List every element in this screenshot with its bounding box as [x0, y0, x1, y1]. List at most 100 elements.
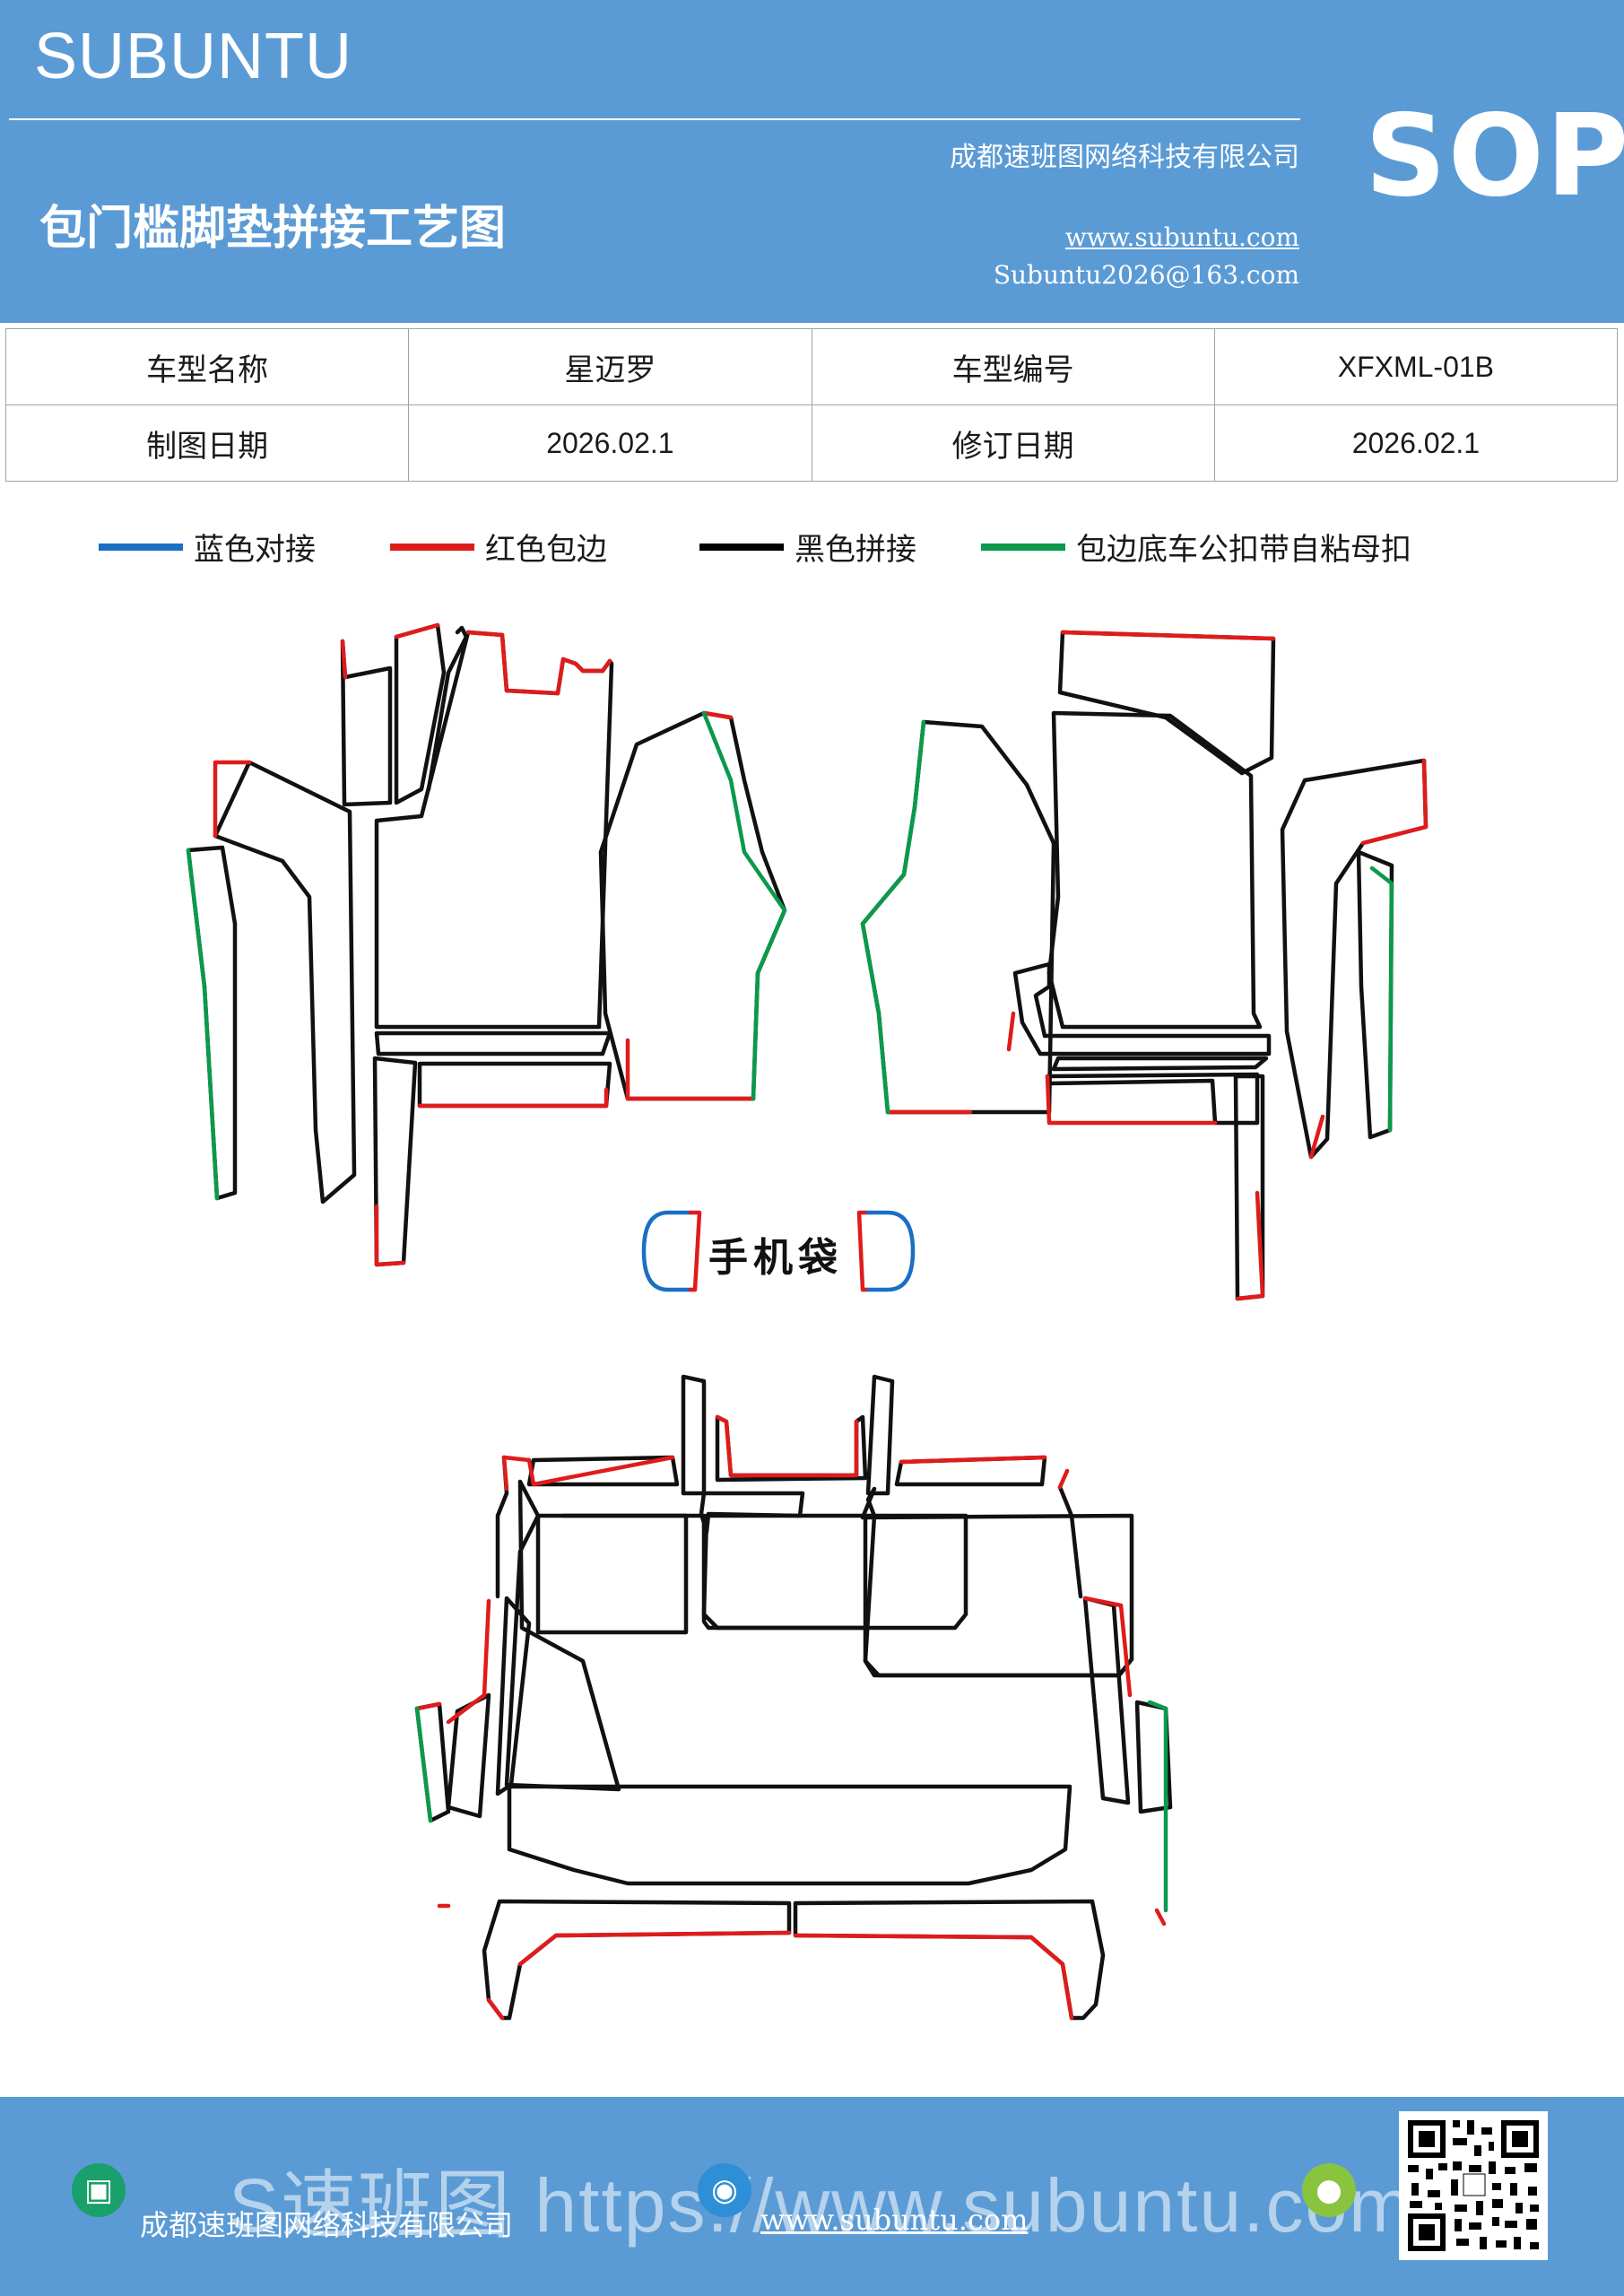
wechat-icon: ●: [1302, 2163, 1356, 2217]
legend-item-red: 红色包边: [390, 525, 607, 569]
table-cell: 2026.02.1: [1213, 404, 1619, 482]
pocket-blue-right: [865, 1210, 916, 1292]
header-website-link[interactable]: www.subuntu.com: [1064, 222, 1299, 252]
red-edge: [625, 1038, 756, 1101]
vehicle-info-table: 车型名称 星迈罗 车型编号 XFXML-01B 制图日期 2026.02.1 修…: [4, 328, 1619, 482]
red-edge: [1045, 1074, 1218, 1126]
mat-piece: [1057, 1484, 1083, 1599]
legend-label: 黑色拼接: [795, 532, 916, 568]
red-edge: [1060, 630, 1276, 641]
mat-piece: [699, 1491, 805, 1535]
pocket-red-right: [856, 1210, 871, 1292]
red-edge: [526, 1455, 675, 1487]
red-edge: [394, 622, 440, 639]
red-edge: [374, 1204, 406, 1267]
red-edge: [213, 760, 252, 839]
mat-piece: [1356, 849, 1394, 1140]
legend-label: 包边底车公扣带自粘母扣: [1076, 532, 1411, 568]
mat-piece: [372, 1056, 418, 1267]
red-edge: [1308, 1114, 1325, 1160]
legend-swatch: [981, 543, 1065, 551]
red-edge: [517, 1930, 792, 1967]
legend-swatch: [390, 543, 474, 551]
footer-website-link[interactable]: www.subuntu.com: [760, 2203, 1029, 2237]
red-edge: [1154, 1908, 1167, 1926]
mat-piece: [1012, 961, 1272, 1057]
footer-company: 成都速班图网络科技有限公司: [140, 2208, 514, 2242]
mat-piece: [681, 1374, 707, 1496]
red-edge: [701, 710, 734, 720]
mat-piece: [374, 1031, 612, 1057]
mat-piece: [1280, 758, 1429, 1160]
mat-piece: [1046, 710, 1263, 1030]
mat-piece: [482, 1899, 792, 2021]
table-cell: XFXML-01B: [1213, 328, 1619, 405]
table-cell: 2026.02.1: [408, 404, 812, 482]
green-edge: [414, 1706, 433, 1823]
red-edge: [414, 1701, 442, 1711]
watermark-text: S速班图 https://www.subuntu.com: [229, 2163, 1414, 2248]
legend-swatch: [699, 543, 784, 551]
footer-banner: S速班图 https://www.subuntu.com ▣ 成都速班图网络科技…: [0, 2097, 1624, 2296]
mat-piece: [860, 719, 1056, 1115]
green-edge: [860, 719, 926, 1115]
table-cell: 车型编号: [811, 328, 1215, 405]
green-edge: [1147, 1700, 1168, 1913]
mat-piece: [701, 1513, 968, 1631]
table-row: 制图日期 2026.02.1 修订日期 2026.02.1: [4, 404, 1619, 482]
red-edge: [446, 1598, 491, 1725]
qr-code-icon: [1399, 2111, 1548, 2260]
header-company: 成都速班图网络科技有限公司: [950, 142, 1299, 173]
table-cell: 车型名称: [4, 328, 410, 405]
green-edge: [701, 710, 787, 1101]
red-edge: [501, 1455, 532, 1492]
document-title: 包门槛脚垫拼接工艺图: [39, 202, 507, 256]
header-email[interactable]: Subuntu2026@163.com: [993, 260, 1299, 290]
pocket-red-left: [688, 1210, 702, 1292]
legend-item-black: 黑色拼接: [699, 525, 916, 569]
mat-piece: [715, 1414, 868, 1483]
green-edge: [1369, 865, 1394, 1133]
globe-icon: ◉: [698, 2163, 751, 2217]
table-cell: 星迈罗: [408, 328, 812, 405]
mat-piece: [340, 639, 393, 807]
pocket-blue-left: [641, 1210, 693, 1292]
red-edge: [1082, 1596, 1133, 1698]
red-edge: [793, 1933, 1074, 2021]
table-cell: 修订日期: [811, 404, 1215, 482]
header-banner: SUBUNTU 包门槛脚垫拼接工艺图 成都速班图网络科技有限公司 www.sub…: [0, 0, 1624, 323]
table-row: 车型名称 星迈罗 车型编号 XFXML-01B: [4, 328, 1619, 405]
mat-piece: [865, 1374, 895, 1496]
mat-piece: [417, 1061, 612, 1109]
building-icon: ▣: [72, 2163, 126, 2217]
red-edge: [417, 1087, 609, 1109]
red-edge: [465, 630, 612, 696]
mat-piece: [1045, 1072, 1260, 1126]
red-edge: [486, 1997, 505, 2021]
mat-piece: [560, 1513, 1134, 1678]
mat-piece: [535, 1513, 689, 1635]
red-edge: [340, 639, 348, 680]
mat-piece: [504, 1479, 621, 1792]
mat-piece: [1057, 630, 1276, 776]
mat-piece: [1051, 1056, 1269, 1072]
red-edge: [1006, 1011, 1016, 1052]
color-legend: 蓝色对接 红色包边 黑色拼接 包边底车公扣带自粘母扣: [0, 525, 1624, 570]
legend-label: 红色包边: [485, 532, 607, 568]
legend-swatch: [99, 543, 183, 551]
mat-piece: [213, 760, 357, 1205]
header-divider: [9, 118, 1300, 120]
table-cell: 制图日期: [4, 404, 410, 482]
red-edge: [899, 1455, 1047, 1465]
mat-piece: [446, 1692, 491, 1819]
mat-piece: [507, 1784, 1073, 1886]
red-edge: [1235, 1190, 1265, 1301]
red-edge: [1360, 758, 1429, 846]
mat-piece: [495, 1596, 532, 1796]
mat-piece: [374, 630, 614, 1030]
legend-label: 蓝色对接: [194, 532, 316, 568]
phone-pocket-label: 手机袋: [708, 1235, 843, 1281]
sop-badge: SOP: [1365, 90, 1624, 222]
legend-item-green: 包边底车公扣带自粘母扣: [981, 525, 1411, 569]
legend-item-blue: 蓝色对接: [99, 525, 316, 569]
